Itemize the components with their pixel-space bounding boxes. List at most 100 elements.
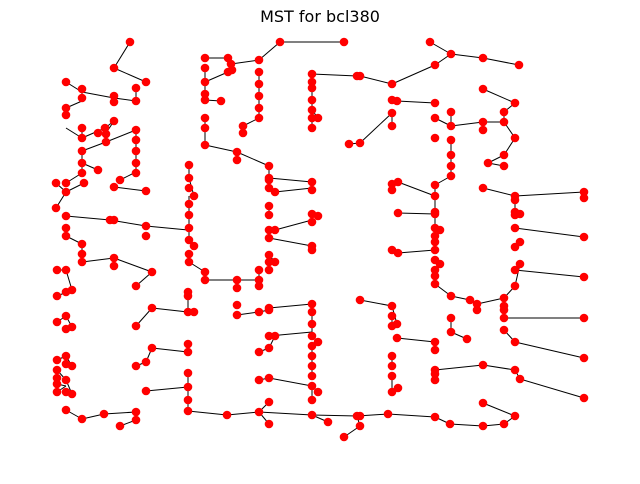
graph-node <box>109 91 119 101</box>
graph-node <box>189 307 199 317</box>
graph-node <box>313 113 323 123</box>
graph-node <box>393 177 403 187</box>
graph-node <box>445 419 455 429</box>
graph-node <box>141 357 151 367</box>
graph-node <box>499 293 509 303</box>
graph-node <box>61 265 71 275</box>
graph-node <box>93 165 103 175</box>
graph-node <box>131 158 141 168</box>
graph-node <box>131 135 141 145</box>
graph-node <box>307 113 317 123</box>
graph-node <box>141 231 151 241</box>
graph-node <box>425 37 435 47</box>
graph-node <box>430 345 440 355</box>
graph-edge <box>258 411 313 416</box>
graph-node <box>307 217 317 227</box>
graph-node <box>254 91 264 101</box>
graph-edge <box>450 121 484 127</box>
graph-edge <box>387 413 436 418</box>
figure-title: MST for bcl380 <box>260 7 380 26</box>
graph-node <box>77 249 87 259</box>
graph-node <box>52 373 62 383</box>
graph-edge <box>450 53 484 59</box>
graph-node <box>200 89 210 99</box>
graph-node <box>478 183 488 193</box>
graph-node <box>189 191 199 201</box>
graph-node <box>446 150 456 160</box>
graph-edge <box>145 225 189 231</box>
graph-node <box>131 83 141 93</box>
graph-node <box>313 387 323 397</box>
graph-edge <box>482 364 516 371</box>
graph-node <box>323 417 333 427</box>
graph-node <box>430 271 440 281</box>
graph-node <box>61 77 71 87</box>
graph-node <box>446 327 456 337</box>
graph-node <box>435 259 445 269</box>
graph-edge <box>359 112 393 144</box>
graph-node <box>510 133 520 143</box>
graph-node <box>478 125 488 135</box>
graph-node <box>264 331 274 341</box>
graph-edge <box>236 151 270 167</box>
graph-node <box>254 67 264 77</box>
graph-node <box>254 281 264 291</box>
graph-node <box>52 355 62 365</box>
graph-node <box>183 287 193 297</box>
graph-node <box>465 295 475 305</box>
graph-edge <box>397 249 436 254</box>
graph-nodes <box>51 37 589 442</box>
graph-node <box>387 108 397 118</box>
graph-node <box>430 369 440 379</box>
graph-node <box>200 140 210 150</box>
graph-node <box>238 128 248 138</box>
graph-node <box>392 333 402 343</box>
graph-node <box>200 95 210 105</box>
graph-node <box>200 63 210 73</box>
graph-node <box>264 173 274 183</box>
graph-node <box>183 368 193 378</box>
graph-edge <box>113 41 131 69</box>
graph-edge <box>151 347 189 353</box>
graph-node <box>77 84 87 94</box>
graph-node <box>446 291 456 301</box>
graph-node <box>499 313 509 323</box>
graph-node <box>254 407 264 417</box>
graph-node <box>254 113 264 123</box>
graph-edge <box>311 414 358 417</box>
graph-node <box>109 63 119 73</box>
graph-node <box>254 275 264 285</box>
graph-node <box>387 301 397 311</box>
graph-edge <box>396 100 436 104</box>
graph-node <box>51 178 61 188</box>
graph-node <box>270 257 280 267</box>
graph-node <box>264 397 274 407</box>
graph-node <box>52 317 62 327</box>
graph-edge <box>151 307 189 313</box>
graph-node <box>232 300 242 310</box>
graph-edge <box>230 59 260 65</box>
graph-node <box>79 178 89 188</box>
graph-node <box>446 107 456 117</box>
graph-edge <box>268 303 313 309</box>
graph-edge <box>397 212 436 215</box>
graph-node <box>430 375 440 385</box>
graph-node <box>147 267 157 277</box>
graph-node <box>430 279 440 289</box>
graph-node <box>579 393 589 403</box>
graph-edge <box>274 219 313 231</box>
graph-edge <box>105 129 137 143</box>
graph-node <box>184 160 194 170</box>
graph-node <box>383 409 393 419</box>
graph-edge <box>268 377 313 387</box>
graph-node <box>483 158 493 168</box>
graph-node <box>307 381 317 391</box>
graph-node <box>131 146 141 156</box>
graph-edge <box>187 410 228 416</box>
graph-node <box>232 147 242 157</box>
graph-node <box>446 49 456 59</box>
graph-node <box>51 203 61 213</box>
graph-node <box>307 177 317 187</box>
graph-node <box>579 353 589 363</box>
graph-edge <box>81 257 115 263</box>
